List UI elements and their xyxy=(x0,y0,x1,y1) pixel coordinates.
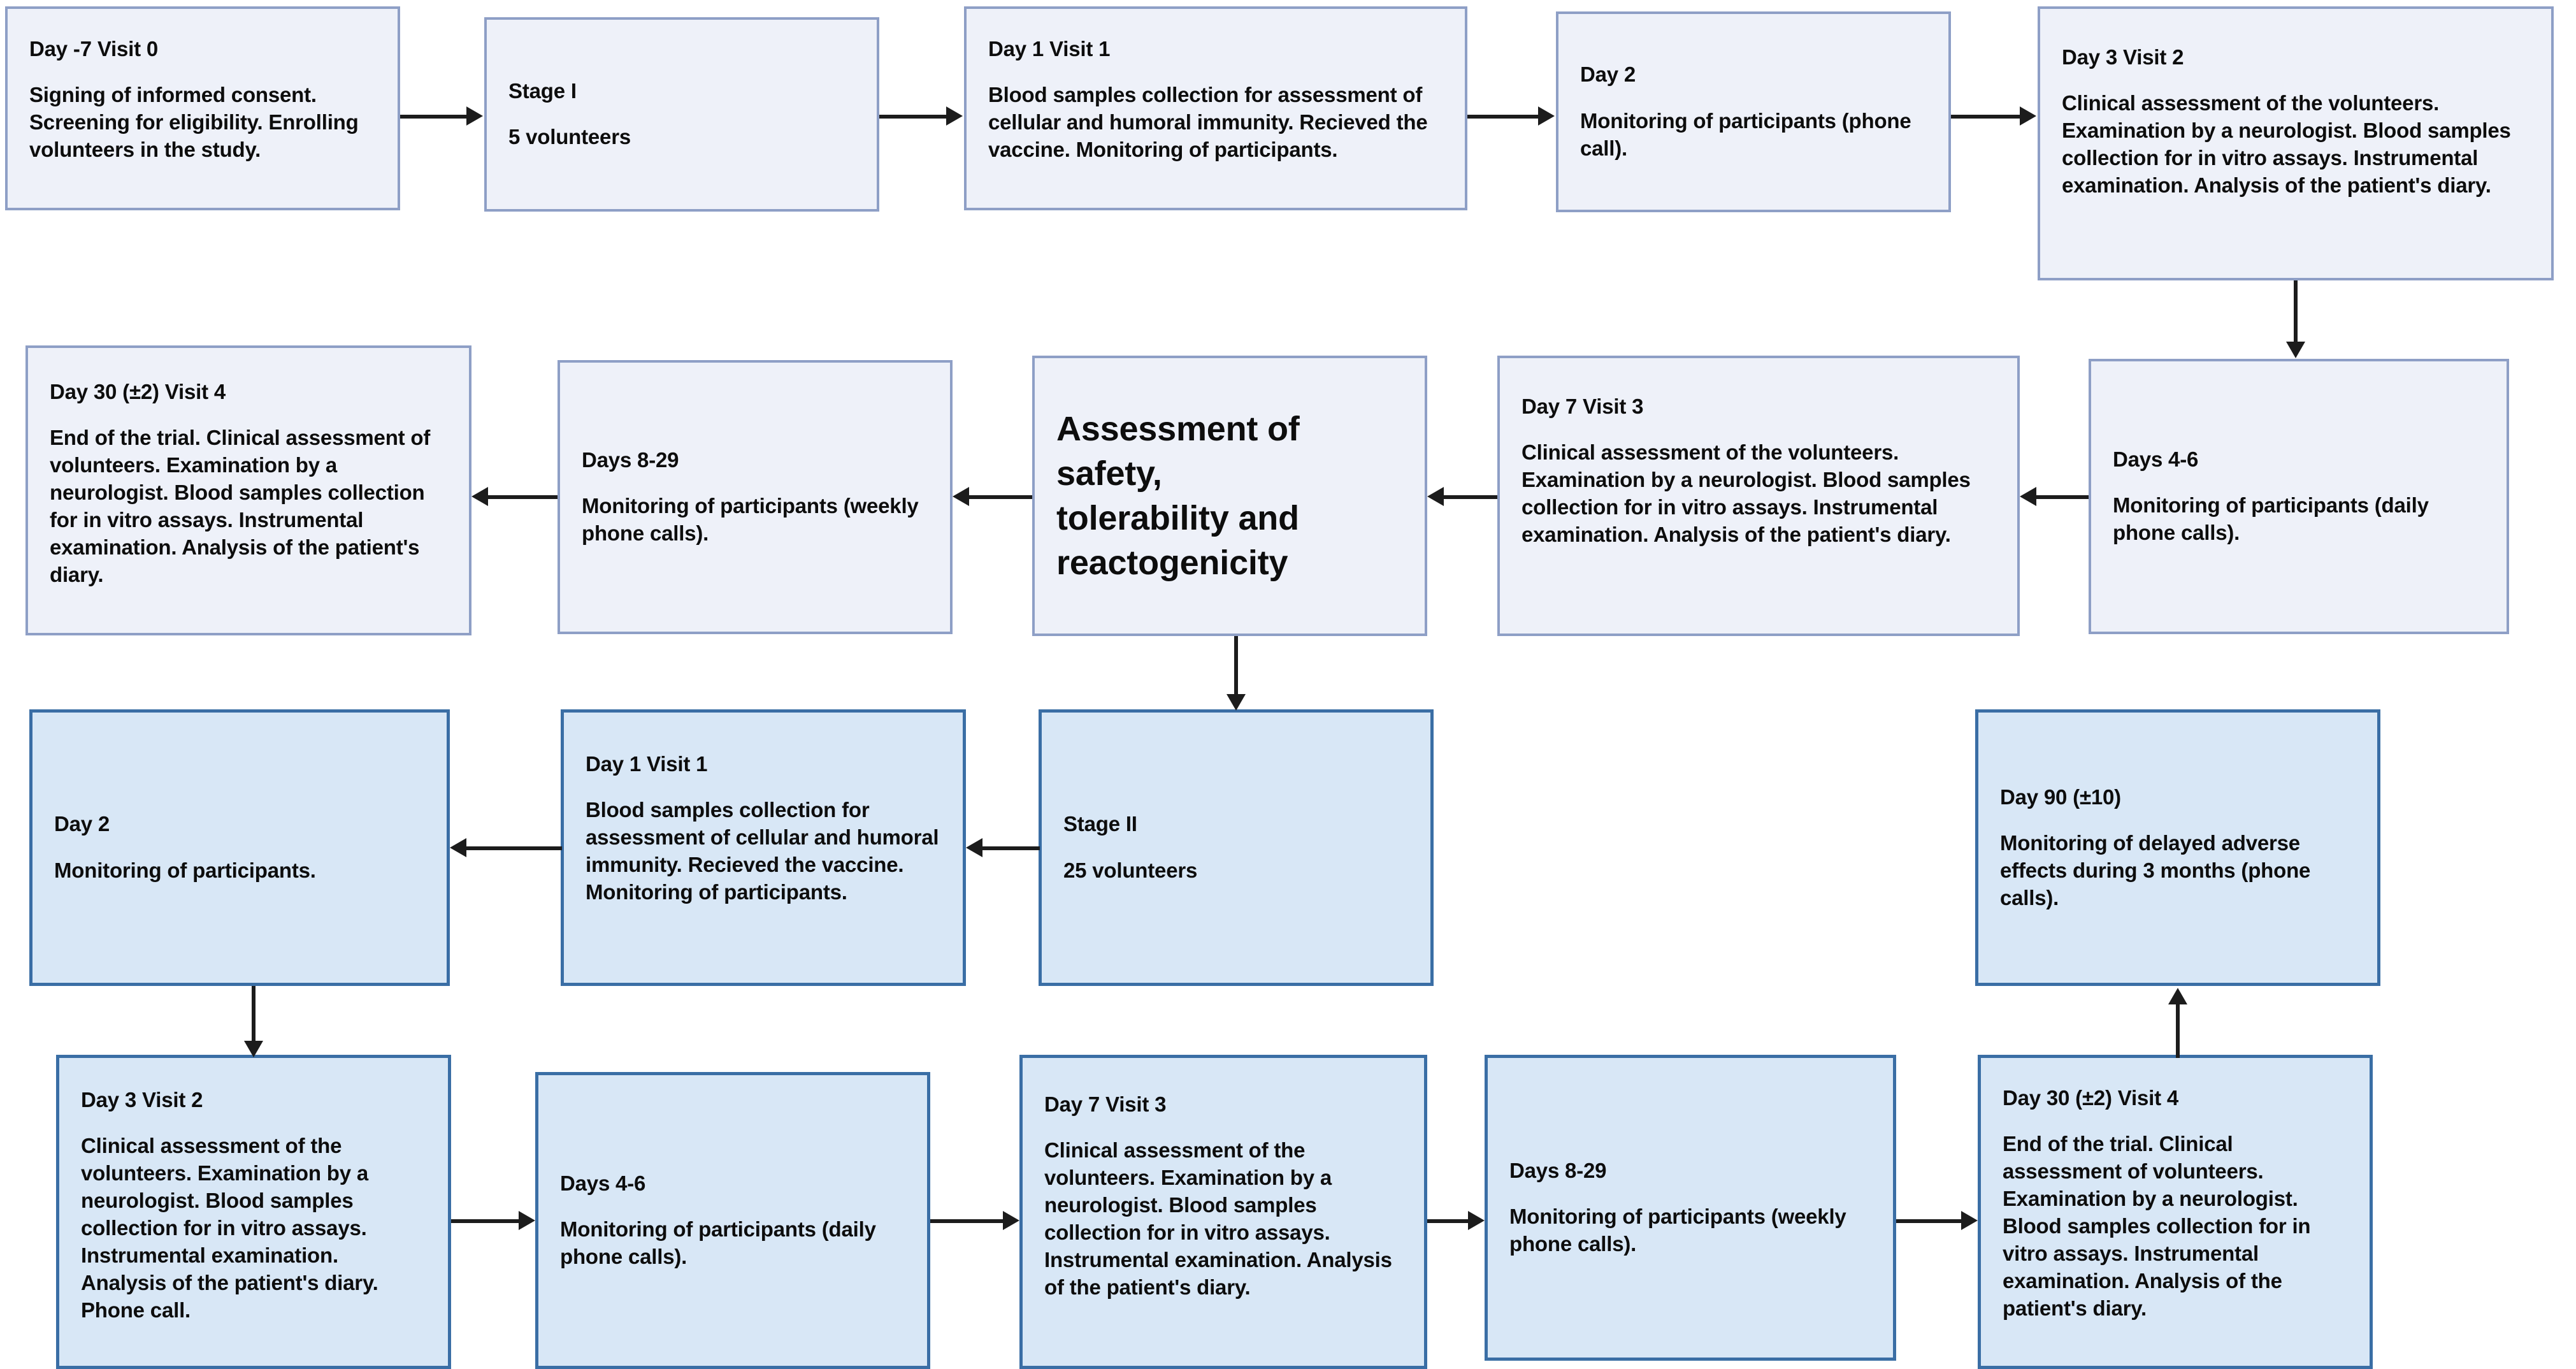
node-body: Monitoring of participants (daily phone … xyxy=(2113,493,2429,545)
node-title: Stage II xyxy=(1063,812,1137,836)
node-body: Clinical assessment of the volunteers. E… xyxy=(81,1134,378,1322)
node-title: Stage I xyxy=(508,78,577,103)
node-stage1-day1-visit1[interactable]: Day 1 Visit 1 Blood samples collection f… xyxy=(964,6,1467,210)
arrow-days4-6-to-day7visit3 xyxy=(2020,487,2089,506)
arrow-day7visit3-to-hub xyxy=(1427,487,1497,506)
arrow-day1visit1-to-day2 xyxy=(1467,106,1556,126)
arrow-day3visit2-to-days4-6 xyxy=(2286,280,2305,360)
node-stage2-day7-visit3[interactable]: Day 7 Visit 3 Clinical assessment of the… xyxy=(1019,1055,1427,1369)
node-title: Day 30 (±2) Visit 4 xyxy=(2003,1086,2179,1110)
arrow-days8-29-to-day30visit4 xyxy=(471,487,558,506)
node-body: Monitoring of participants (phone call). xyxy=(1580,108,1911,160)
node-stage1-day7-visit3[interactable]: Day 7 Visit 3 Clinical assessment of the… xyxy=(1497,356,2020,636)
node-stage2-day2[interactable]: Day 2 Monitoring of participants. xyxy=(29,709,450,986)
node-title: Days 4-6 xyxy=(560,1171,646,1195)
arrow-day2-to-day3visit2 xyxy=(1951,106,2038,126)
node-stage-ii[interactable]: Stage II 25 volunteers xyxy=(1039,709,1434,986)
node-body: 25 volunteers xyxy=(1063,858,1198,882)
arrow-stage2-to-day1visit1 xyxy=(966,838,1040,857)
arrow-stage2-days4-6-to-day7visit3 xyxy=(930,1211,1021,1230)
node-stage1-day30-visit4[interactable]: Day 30 (±2) Visit 4 End of the trial. Cl… xyxy=(25,345,471,635)
node-assessment-hub[interactable]: Assessment of safety, tolerability and r… xyxy=(1032,356,1427,636)
node-day-minus7-visit0[interactable]: Day -7 Visit 0 Signing of informed conse… xyxy=(5,6,400,210)
node-title: Days 8-29 xyxy=(1509,1158,1607,1182)
node-title: Day -7 Visit 0 xyxy=(29,37,159,61)
arrow-hub-to-days8-29 xyxy=(953,487,1032,506)
node-body: Signing of informed consent. Screening f… xyxy=(29,83,359,162)
node-body: 5 volunteers xyxy=(508,125,631,149)
node-title: Day 7 Visit 3 xyxy=(1044,1092,1167,1116)
arrow-stage2-day3visit2-to-days4-6 xyxy=(451,1211,536,1230)
node-body: Monitoring of participants. xyxy=(54,858,316,882)
node-body: Clinical assessment of the volunteers. E… xyxy=(1044,1138,1392,1299)
node-body: Monitoring of delayed adverse effects du… xyxy=(2000,830,2311,909)
node-body: Blood samples collection for assessment … xyxy=(988,83,1428,162)
node-body: End of the trial. Clinical assessment of… xyxy=(50,426,431,586)
arrow-hub-to-stage2 xyxy=(1227,636,1246,713)
arrow-stage1-to-day1visit1 xyxy=(879,106,964,126)
node-title: Day 1 Visit 1 xyxy=(586,752,708,776)
node-stage1-days4-6[interactable]: Days 4-6 Monitoring of participants (dai… xyxy=(2089,359,2509,634)
node-body: Monitoring of participants (weekly phone… xyxy=(582,494,919,546)
node-stage-i[interactable]: Stage I 5 volunteers xyxy=(484,17,879,212)
arrow-stage2-day7visit3-to-days8-29 xyxy=(1427,1211,1486,1230)
node-body: Blood samples collection for assessment … xyxy=(586,798,939,904)
node-stage1-days8-29[interactable]: Days 8-29 Monitoring of participants (we… xyxy=(558,360,953,634)
node-stage1-day3-visit2[interactable]: Day 3 Visit 2 Clinical assessment of the… xyxy=(2038,6,2554,280)
node-title: Day 2 xyxy=(54,812,110,836)
node-stage2-day1-visit1[interactable]: Day 1 Visit 1 Blood samples collection f… xyxy=(561,709,966,986)
node-title: Day 30 (±2) Visit 4 xyxy=(50,380,226,403)
arrow-stage2-day2-to-day3visit2 xyxy=(244,986,263,1059)
node-title: Day 3 Visit 2 xyxy=(2062,45,2184,69)
node-stage2-day90[interactable]: Day 90 (±10) Monitoring of delayed adver… xyxy=(1975,709,2380,986)
node-stage2-days4-6[interactable]: Days 4-6 Monitoring of participants (dai… xyxy=(535,1072,930,1369)
node-title: Days 4-6 xyxy=(2113,447,2199,471)
node-stage2-day3-visit2[interactable]: Day 3 Visit 2 Clinical assessment of the… xyxy=(56,1055,451,1369)
node-stage2-day30-visit4[interactable]: Day 30 (±2) Visit 4 End of the trial. Cl… xyxy=(1978,1055,2373,1369)
arrow-visit0-to-stage1 xyxy=(400,106,484,126)
node-body: Monitoring of participants (weekly phone… xyxy=(1509,1205,1846,1256)
node-body: End of the trial. Clinical assessment of… xyxy=(2003,1132,2311,1320)
arrow-stage2-days8-29-to-day30visit4 xyxy=(1896,1211,1979,1230)
node-title: Day 7 Visit 3 xyxy=(1522,395,1644,418)
arrow-stage2-day30visit4-to-day90 xyxy=(2168,988,2187,1058)
node-title: Days 8-29 xyxy=(582,447,679,472)
node-stage1-day2[interactable]: Day 2 Monitoring of participants (phone … xyxy=(1556,11,1951,212)
node-stage2-days8-29[interactable]: Days 8-29 Monitoring of participants (we… xyxy=(1485,1055,1896,1361)
node-title: Day 3 Visit 2 xyxy=(81,1088,203,1112)
arrow-stage2-day1visit1-to-day2 xyxy=(450,838,562,857)
node-body: Clinical assessment of the volunteers. E… xyxy=(2062,91,2511,197)
node-title: Day 2 xyxy=(1580,62,1636,87)
node-body: Clinical assessment of the volunteers. E… xyxy=(1522,440,1971,546)
node-title: Day 1 Visit 1 xyxy=(988,37,1111,61)
node-title: Day 90 (±10) xyxy=(2000,785,2121,809)
node-title: Assessment of safety, tolerability and r… xyxy=(1056,409,1300,583)
node-body: Monitoring of participants (daily phone … xyxy=(560,1217,876,1269)
